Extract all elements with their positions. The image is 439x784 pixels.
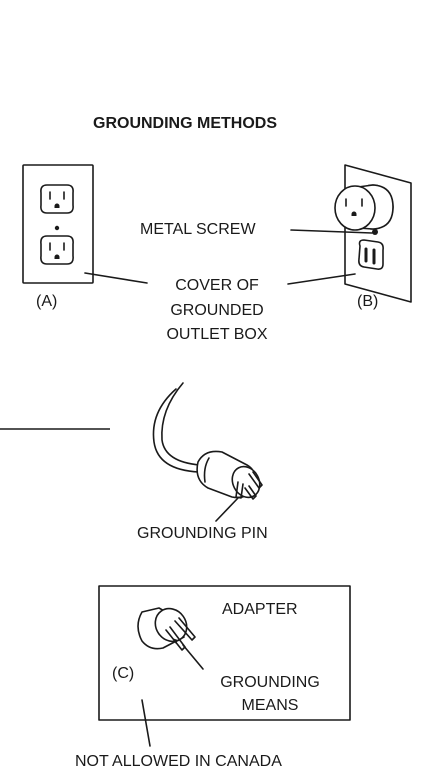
cover-leader-b: [287, 273, 356, 285]
adapter-box: [98, 585, 351, 721]
outlet-figure-b: [334, 164, 412, 303]
adapter-label: ADAPTER: [222, 601, 298, 618]
not-allowed-label: NOT ALLOWED IN CANADA: [75, 753, 282, 770]
cover-leader-a: [84, 272, 148, 284]
grounding-pin-leader: [215, 497, 239, 522]
cover-label-line2: GROUNDED: [170, 302, 264, 319]
not-allowed-leader: [141, 699, 151, 747]
cover-plate-b: [344, 164, 412, 303]
receptacle-upper: [40, 184, 74, 214]
figure-b-label: (B): [357, 293, 379, 310]
grounding-means-leader: [182, 644, 204, 670]
cover-plate-a: [22, 164, 94, 284]
adapter-face: [334, 185, 376, 231]
metal-screw-dot: [372, 229, 378, 235]
plate-screw: [54, 225, 60, 231]
duplex-outlet-figure-a: [22, 164, 94, 284]
figure-c-label: (C): [112, 665, 135, 682]
metal-screw-leader: [290, 229, 373, 234]
diagram-title: GROUNDING METHODS: [93, 115, 277, 132]
grounding-means-line2: MEANS: [241, 697, 299, 714]
grounding-plug: [152, 382, 263, 500]
cover-label-line1: COVER OF: [175, 277, 259, 294]
metal-screw-label: METAL SCREW: [140, 221, 256, 238]
grounding-means-line1: GROUNDING: [220, 674, 320, 691]
cover-label-line3: OUTLET BOX: [166, 326, 268, 343]
figure-a-label: (A): [36, 293, 58, 310]
grounding-pin-label: GROUNDING PIN: [137, 525, 268, 542]
receptacle-lower: [40, 235, 74, 265]
adapter-plug-c: [137, 607, 196, 651]
